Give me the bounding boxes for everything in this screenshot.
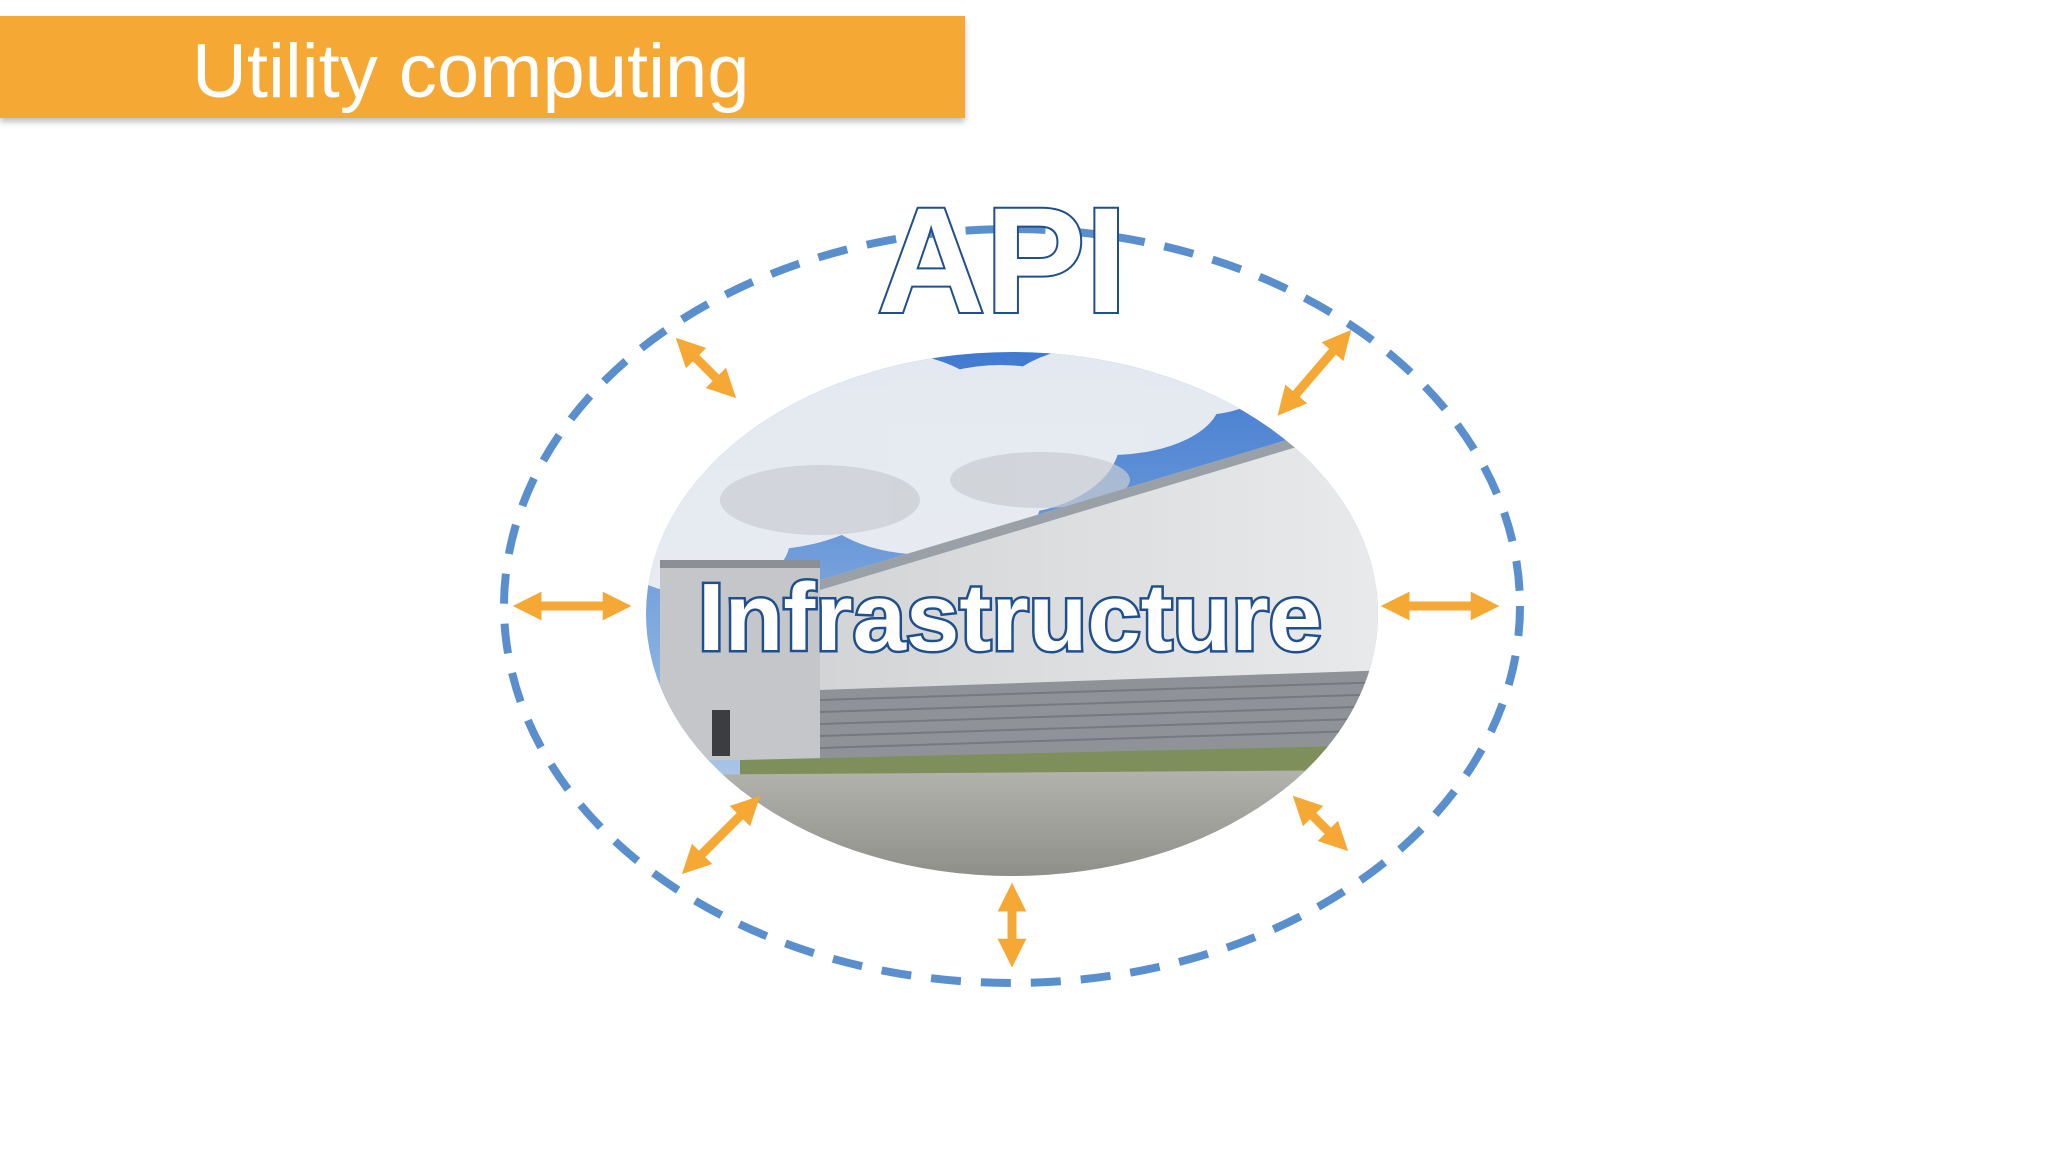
arrow-top-right (1277, 329, 1352, 416)
api-dashed-ring (500, 225, 1524, 987)
connection-arrows (512, 329, 1500, 968)
slide-title-bar: Utility computing (0, 16, 965, 118)
api-label: API (877, 176, 1127, 344)
infrastructure-label: Infrastructure (698, 564, 1322, 671)
arrow-top-left (675, 337, 737, 399)
slide-title: Utility computing (192, 29, 750, 114)
infrastructure-photo (646, 352, 1378, 876)
arrow-bottom-left (681, 795, 761, 875)
arrow-bottom-right (1292, 795, 1349, 852)
